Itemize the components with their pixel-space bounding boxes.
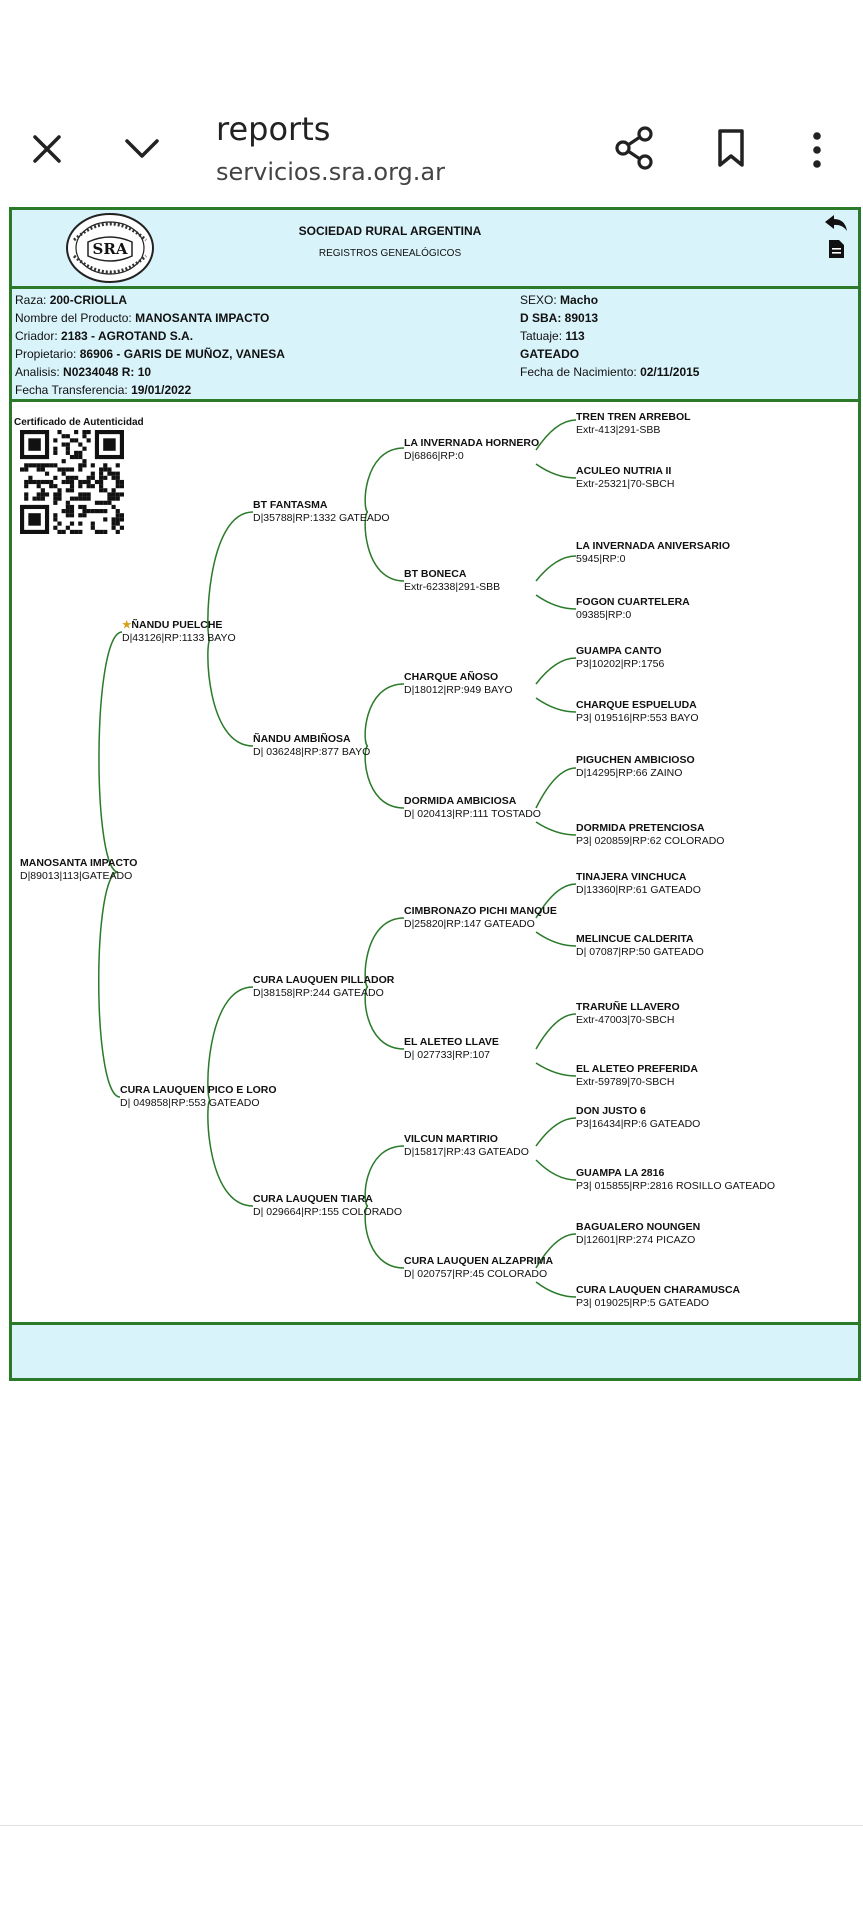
propietario-line: Propietario: 86906 - GARIS DE MUÑOZ, VAN…: [15, 347, 285, 361]
pedigree-connector: [535, 931, 577, 947]
pedigree-connector: [207, 639, 254, 747]
certificate-title: Certificado de Autenticidad: [14, 417, 144, 428]
pedigree-connector: [207, 986, 254, 1101]
pedigree-connector: [535, 555, 577, 582]
footer-band: [9, 1322, 861, 1381]
pedigree-connector: [364, 917, 405, 988]
raza-line: Raza: 200-CRIOLLA: [15, 293, 128, 307]
pedigree-connector: [535, 1281, 577, 1298]
certificate-document: [9, 207, 861, 1381]
sra-logo: SRA: [66, 213, 154, 283]
pedigree-connector: [535, 1117, 577, 1147]
pedigree-connector: [535, 821, 577, 836]
dsba-line: D SBA: 89013: [520, 311, 599, 325]
criador-line: Criador: 2183 - AGROTAND S.A.: [15, 329, 194, 343]
medal-icon: ★: [122, 619, 132, 631]
pedigree-connector: [207, 511, 254, 641]
pedigree-connector: [535, 657, 577, 685]
pedigree-connectors: [98, 419, 577, 1298]
chevron-down-icon[interactable]: [123, 136, 161, 162]
pedigree-connector: [364, 986, 405, 1050]
page-title: reports: [216, 110, 331, 148]
pedigree-connector: [98, 631, 123, 873]
browser-toolbar: reports servicios.sra.org.ar: [0, 0, 863, 205]
transferencia-line: Fecha Transferencia: 19/01/2022: [15, 383, 192, 397]
pedigree-connector: [364, 1145, 405, 1207]
pedigree-connector: [535, 1062, 577, 1077]
logo-text: SRA: [93, 240, 128, 258]
org-subtitle: REGISTROS GENEALÓGICOS: [318, 248, 462, 259]
bottom-divider: [0, 1825, 863, 1826]
tatuaje-line: Tatuaje: 113: [520, 329, 585, 343]
qr-code: [20, 430, 124, 534]
nacimiento-line: Fecha de Nacimiento: 02/11/2015: [520, 365, 700, 379]
pedigree-connector: [364, 511, 405, 582]
pedigree-connector: [535, 594, 577, 610]
pedigree-connector: [535, 1013, 577, 1050]
animal-info-band: [9, 289, 861, 402]
org-title: SOCIEDAD RURAL ARGENTINA: [298, 224, 482, 238]
pedigree-connector: [535, 463, 577, 479]
share-icon[interactable]: [614, 126, 656, 170]
back-icon[interactable]: [823, 213, 849, 233]
more-vert-icon[interactable]: [810, 130, 824, 170]
page-url[interactable]: servicios.sra.org.ar: [216, 158, 445, 186]
close-icon[interactable]: [30, 132, 64, 166]
pedigree-connector: [535, 1159, 577, 1181]
export-document-icon[interactable]: [827, 238, 849, 260]
pelaje-line: GATEADO: [520, 347, 580, 361]
pedigree-connector: [535, 1233, 577, 1269]
nombre-line: Nombre del Producto: MANOSANTA IMPACTO: [15, 311, 270, 325]
pedigree-connector: [535, 767, 577, 809]
pedigree-connector: [364, 745, 405, 809]
pedigree-connector: [364, 1205, 405, 1269]
bookmark-icon[interactable]: [716, 128, 746, 168]
pedigree-connector: [535, 883, 577, 919]
pedigree-connector: [364, 683, 405, 747]
analisis-line: Analisis: N0234048 R: 10: [15, 365, 152, 379]
pedigree-connector: [535, 419, 577, 451]
sexo-line: SEXO: Macho: [520, 293, 599, 307]
pedigree-connector: [535, 697, 577, 713]
pedigree-connector: [207, 1099, 254, 1207]
pedigree-connector: [98, 871, 121, 1098]
pedigree-connector: [364, 447, 405, 513]
